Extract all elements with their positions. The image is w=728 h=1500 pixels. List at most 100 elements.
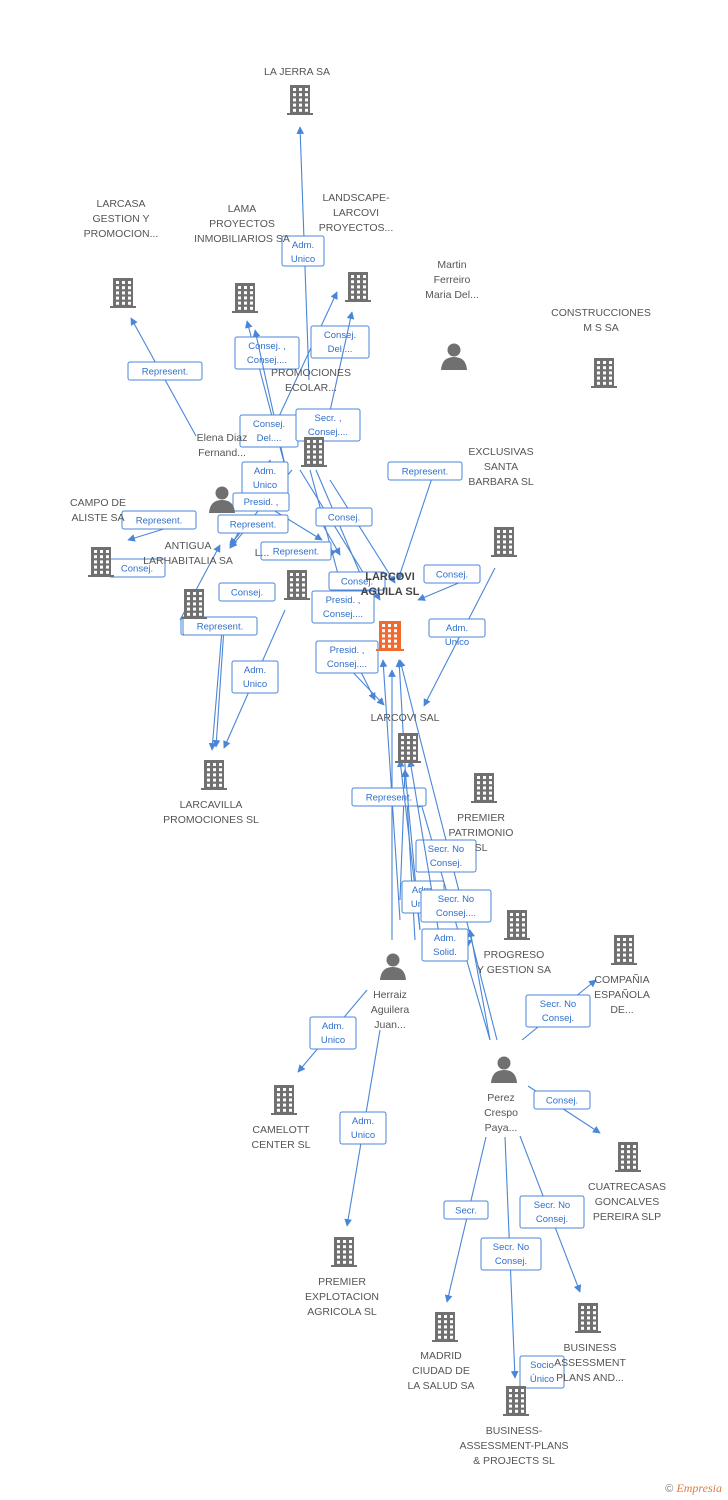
building-window xyxy=(617,938,620,941)
node-label: PREMIER xyxy=(318,1276,366,1288)
edge-e23[interactable]: Represent. xyxy=(387,461,463,581)
edge-e33[interactable]: Secr. xyxy=(443,1136,489,1303)
building-base xyxy=(575,1331,601,1333)
edge-e30[interactable]: Adm.Unico xyxy=(297,989,368,1073)
node-landscape[interactable]: LANDSCAPE-LARCOVIPROYECTOS... xyxy=(319,192,394,302)
edge-e32[interactable]: Adm.Unico xyxy=(339,1029,387,1227)
edge-e6[interactable]: Secr. ,Consej.... xyxy=(295,311,361,466)
edge-e28[interactable]: Adm.Solid. xyxy=(421,928,473,962)
building-window xyxy=(627,1150,630,1154)
node-jerra[interactable]: LA JERRA SA xyxy=(264,66,330,115)
building-window xyxy=(238,291,241,295)
building-window xyxy=(503,530,506,533)
building-window xyxy=(401,746,404,750)
building-window xyxy=(609,376,612,380)
edge-label-box xyxy=(519,1355,565,1389)
edge-e19[interactable]: Consej. xyxy=(417,564,481,601)
building-window xyxy=(207,763,210,766)
edge-label-text: Solid. xyxy=(433,947,457,958)
building-window xyxy=(244,291,247,295)
node-lbldg[interactable]: L... xyxy=(255,547,310,600)
building-window xyxy=(503,545,506,549)
building-window xyxy=(509,1394,512,1398)
edge-e12[interactable]: Represent. xyxy=(260,541,337,561)
building-window xyxy=(351,285,354,289)
building-icon xyxy=(345,272,371,302)
edge-e27[interactable]: Secr. NoConsej.... xyxy=(407,759,492,941)
building-window xyxy=(343,1240,346,1243)
building-base xyxy=(591,386,617,388)
edge-label-text: Consej.... xyxy=(308,427,348,438)
building-window xyxy=(357,295,360,299)
node-compania[interactable]: COMPAÑIAESPAÑOLADE... xyxy=(594,935,650,1016)
building-base xyxy=(376,649,404,651)
person-body xyxy=(380,967,406,980)
building-window xyxy=(627,1165,630,1169)
edge-e18[interactable]: Consej. xyxy=(328,571,386,591)
edge-e15[interactable]: Consej. xyxy=(218,582,276,602)
building-window xyxy=(277,1108,280,1112)
node-ecolar[interactable]: PROMOCIONESECOLAR... xyxy=(271,367,351,467)
edge-e7[interactable]: Adm.Unico xyxy=(241,459,289,498)
building-window xyxy=(597,376,600,380)
edge-label-box xyxy=(310,325,370,359)
edge-e17[interactable]: Adm.Unico xyxy=(223,609,286,749)
edge-line xyxy=(212,627,225,748)
edge-e20[interactable]: Presid. ,Consej.... xyxy=(311,590,375,624)
edge-e31[interactable]: Consej. xyxy=(527,1085,601,1134)
node-label: PROMOCION... xyxy=(84,228,159,240)
node-herraiz[interactable]: HerraizAguileraJuan... xyxy=(371,953,410,1032)
building-window xyxy=(307,440,310,443)
building-icon xyxy=(432,1312,458,1342)
edge-e16[interactable]: Represent. xyxy=(182,616,258,748)
node-larcovisal[interactable]: LARCOVI SAL xyxy=(371,712,440,763)
node-label: DE... xyxy=(610,1004,633,1016)
node-bapp2[interactable]: BUSINESS-ASSESSMENT-PLANS& PROJECTS SL xyxy=(459,1386,569,1467)
building-window xyxy=(319,440,322,443)
edge-e2[interactable]: Represent. xyxy=(127,317,203,437)
building-window xyxy=(497,535,500,539)
node-label: Juan... xyxy=(374,1019,406,1031)
edge-e22[interactable]: Adm.Unico xyxy=(423,567,496,707)
edge-e5[interactable]: Consej.Del.... xyxy=(239,329,299,471)
node-perez[interactable]: PerezCrespoPaya... xyxy=(484,1056,518,1135)
edge-e1[interactable]: Adm.Unico xyxy=(281,126,325,381)
edge-label-text: Presid. , xyxy=(326,595,361,606)
building-window xyxy=(609,381,612,385)
building-window xyxy=(289,1098,292,1102)
edge-e10[interactable]: Represent. xyxy=(217,514,289,549)
building-base xyxy=(491,555,517,557)
edge-label-text: Consej. xyxy=(121,564,153,575)
building-window xyxy=(609,361,612,364)
edge-e13[interactable]: Consej. xyxy=(315,507,373,556)
building-window xyxy=(617,953,620,957)
edge-e9[interactable]: Represent. xyxy=(121,510,197,542)
building-icon xyxy=(284,570,310,600)
node-elena[interactable]: Elena DiazFernand... xyxy=(197,432,248,513)
edge-label-box xyxy=(232,492,290,512)
building-window xyxy=(483,786,486,790)
edge-label-text: Secr. No xyxy=(540,999,576,1010)
edge-e3[interactable]: Consej. ,Consej.... xyxy=(234,320,300,471)
edge-e21[interactable]: Presid. ,Consej.... xyxy=(315,640,385,706)
